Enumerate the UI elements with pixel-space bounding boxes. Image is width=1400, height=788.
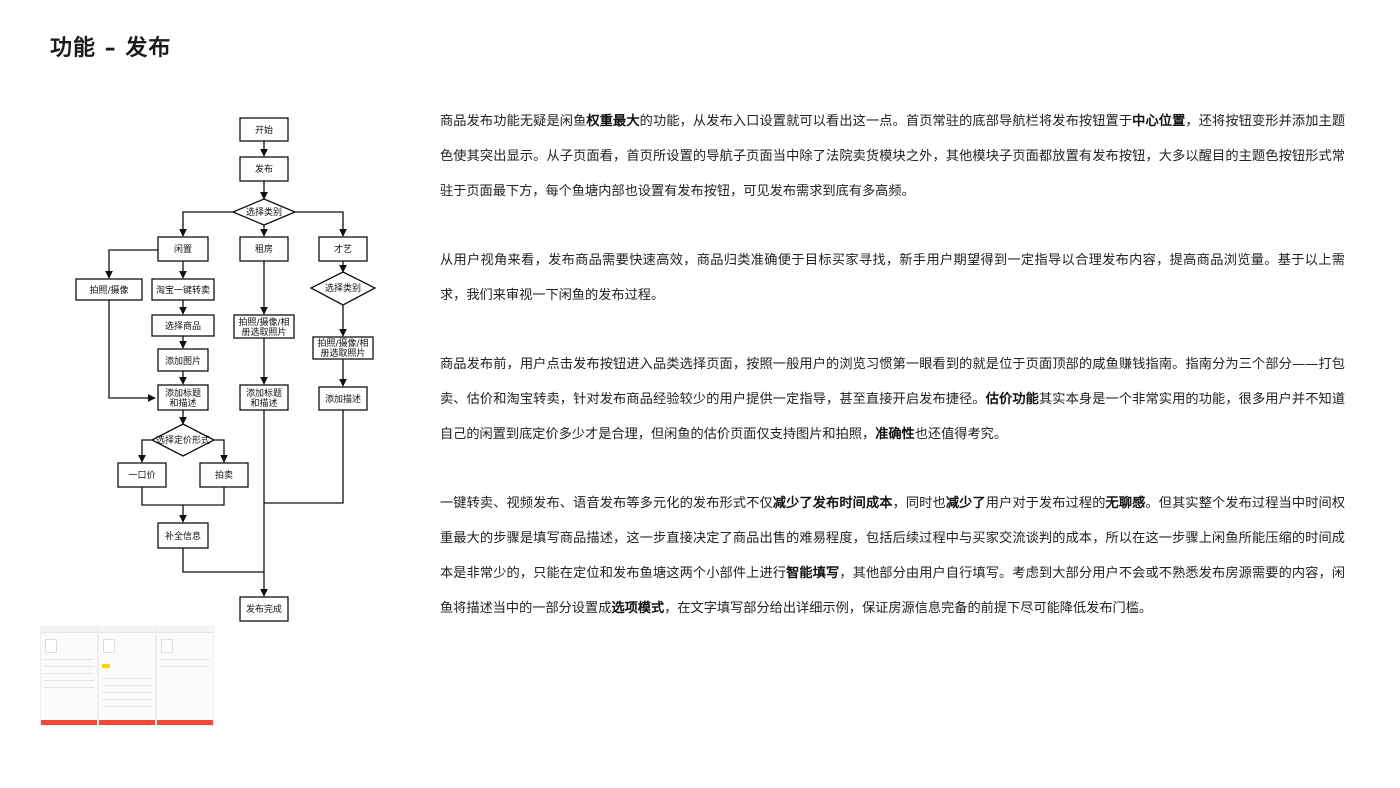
text-run: 商品发布前，用户点击发布按钮进入品类选择页面，按照一般用户的浏览习惯第一眼看到的…: [440, 357, 1345, 407]
article-body: 商品发布功能无疑是闲鱼权重最大的功能，从发布入口设置就可以看出这一点。首页常驻的…: [440, 104, 1345, 660]
text-run: ，其他部分由用户自行填写。考虑到大部分用户不会或不熟悉发布房源需要的内容，闲鱼将…: [440, 566, 1346, 616]
svg-text:闲置: 闲置: [174, 244, 192, 255]
svg-text:淘宝一键转卖: 淘宝一键转卖: [156, 284, 210, 296]
svg-text:添加图片: 添加图片: [165, 355, 201, 367]
node-idle: 闲置: [157, 236, 209, 262]
text-run: 。但其实整个发布过程当中时间权重最大的步骤是填写商品描述，这一步直接决定了商品出…: [440, 496, 1346, 581]
svg-text:租房: 租房: [255, 243, 273, 255]
svg-text:发布完成: 发布完成: [246, 603, 282, 615]
bold-phrase: 选项模式: [611, 601, 665, 616]
node-done: 发布完成: [239, 596, 289, 622]
svg-text:和描述: 和描述: [169, 397, 196, 409]
svg-text:拍照/摄像/相: 拍照/摄像/相: [238, 316, 289, 328]
node-add-title-desc: 添加标题 和描述: [157, 384, 209, 411]
phone-screenshot-1: [40, 626, 98, 726]
svg-text:选择定价形式: 选择定价形式: [156, 434, 210, 446]
node-complete-info: 补全信息: [157, 522, 209, 549]
node-rent: 租房: [239, 236, 289, 262]
text-run: 的功能，从发布入口设置就可以看出这一点。首页常驻的底部导航栏将发布按钮置于: [639, 114, 1133, 129]
publish-flowchart: 开始 发布 选择类别 闲置 租房 才艺 拍照/摄像 淘宝一键转卖 选择商品 添加…: [75, 117, 377, 622]
svg-text:开始: 开始: [255, 124, 273, 136]
svg-text:和描述: 和描述: [250, 397, 277, 409]
svg-text:添加描述: 添加描述: [325, 393, 361, 405]
decision-choose-category-talent: 选择类别: [309, 271, 377, 306]
svg-text:选择类别: 选择类别: [325, 282, 361, 294]
phone-screenshot-3: [156, 626, 214, 726]
bold-phrase: 减少了: [945, 496, 986, 511]
svg-text:选择类别: 选择类别: [246, 206, 282, 218]
phone-screenshot-2: [98, 626, 156, 726]
node-photo-video: 拍照/摄像: [75, 278, 143, 301]
svg-text:册选取照片: 册选取照片: [241, 326, 286, 338]
svg-text:发布: 发布: [255, 163, 273, 175]
text-run: 也还值得考究。: [914, 427, 1008, 442]
node-talent-photo: 拍照/摄像/相 册选取照片: [312, 336, 374, 360]
node-rent-title-desc: 添加标题 和描述: [239, 384, 289, 411]
article-paragraph-1: 商品发布功能无疑是闲鱼权重最大的功能，从发布入口设置就可以看出这一点。首页常驻的…: [440, 104, 1345, 209]
bold-phrase: 无聊感: [1105, 496, 1146, 511]
bold-phrase: 中心位置: [1132, 114, 1186, 129]
bold-phrase: 智能填写: [786, 566, 840, 581]
text-run: ，还将按钮变形并添加主题色使其突出显示。从子页面看，首页所设置的导航子页面当中除…: [440, 114, 1346, 199]
node-auction: 拍卖: [199, 462, 249, 488]
article-paragraph-4: 一键转卖、视频发布、语音发布等多元化的发布形式不仅减少了发布时间成本，同时也减少…: [440, 486, 1345, 626]
app-screenshot-thumbnails: [40, 626, 214, 726]
svg-text:才艺: 才艺: [334, 243, 352, 255]
svg-text:拍照/摄像/相: 拍照/摄像/相: [317, 337, 368, 349]
node-publish: 发布: [239, 156, 289, 182]
svg-text:添加标题: 添加标题: [246, 387, 282, 399]
text-run: ，在文字填写部分给出详细示例，保证房源信息完备的前提下尽可能降低发布门槛。: [664, 601, 1153, 616]
svg-text:一口价: 一口价: [128, 470, 155, 481]
flow-connectors: [105, 141, 347, 597]
node-fixed-price: 一口价: [117, 462, 167, 488]
node-rent-photo: 拍照/摄像/相 册选取照片: [233, 314, 295, 339]
node-add-image: 添加图片: [157, 348, 209, 372]
decision-choose-pricing: 选择定价形式: [150, 423, 216, 457]
bold-phrase: 估价功能: [985, 392, 1039, 407]
text-run: ，同时也: [892, 496, 946, 511]
article-paragraph-3: 商品发布前，用户点击发布按钮进入品类选择页面，按照一般用户的浏览习惯第一眼看到的…: [440, 347, 1345, 452]
svg-text:册选取照片: 册选取照片: [320, 347, 365, 359]
bold-phrase: 准确性: [875, 427, 915, 442]
bold-phrase: 权重最大: [586, 114, 640, 129]
node-select-goods: 选择商品: [151, 314, 215, 337]
text-run: 从用户视角来看，发布商品需要快速高效，商品归类准确便于目标买家寻找，新手用户期望…: [440, 253, 1345, 303]
node-start: 开始: [239, 117, 289, 142]
text-run: 用户对于发布过程的: [985, 496, 1106, 511]
svg-text:补全信息: 补全信息: [165, 530, 201, 542]
svg-text:拍卖: 拍卖: [215, 469, 233, 481]
bold-phrase: 减少了发布时间成本: [772, 496, 893, 511]
node-add-desc: 添加描述: [318, 386, 368, 411]
decision-choose-category: 选择类别: [231, 198, 297, 226]
svg-text:拍照/摄像: 拍照/摄像: [89, 284, 128, 296]
page-title: 功能 – 发布: [50, 36, 172, 61]
svg-text:选择商品: 选择商品: [165, 320, 201, 332]
svg-text:添加标题: 添加标题: [165, 387, 201, 399]
text-run: 其实本身是一个非常实用的功能，很多用户并不知道自己的闲置到底定价多少才是合理，但…: [440, 392, 1346, 442]
text-run: 商品发布功能无疑是闲鱼: [440, 114, 587, 129]
text-run: 一键转卖、视频发布、语音发布等多元化的发布形式不仅: [440, 496, 773, 511]
article-paragraph-2: 从用户视角来看，发布商品需要快速高效，商品归类准确便于目标买家寻找，新手用户期望…: [440, 243, 1345, 313]
node-talent: 才艺: [318, 236, 368, 262]
node-taobao-resell: 淘宝一键转卖: [151, 278, 215, 301]
